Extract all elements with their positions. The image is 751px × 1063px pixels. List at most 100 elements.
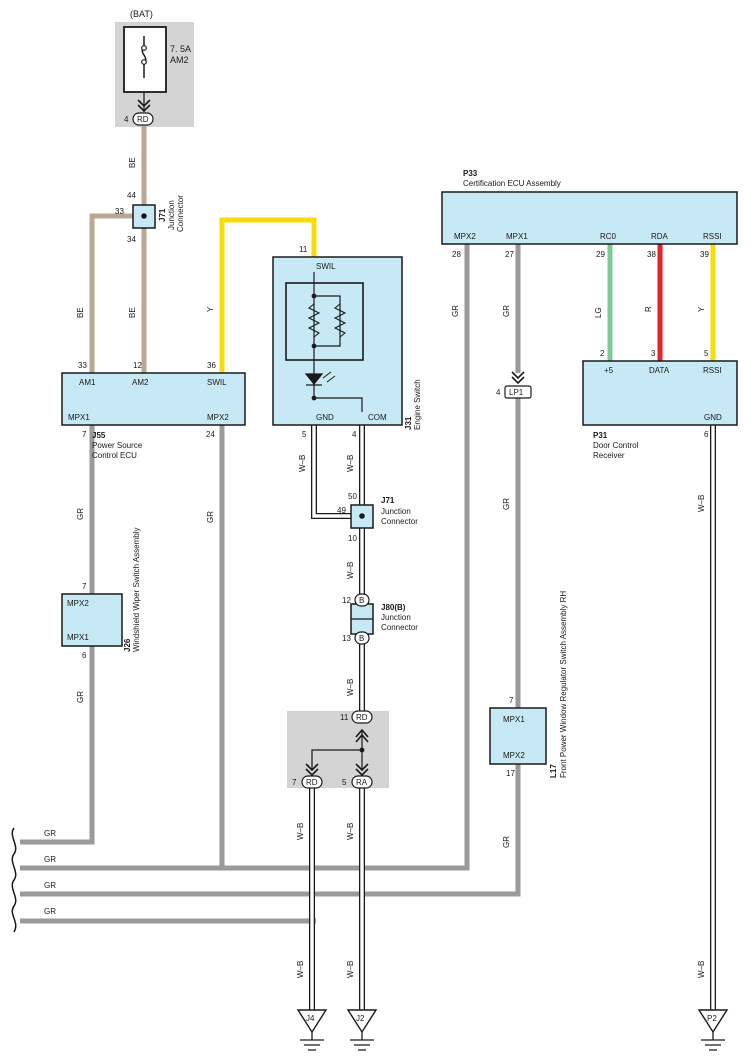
- pin-j55-12: 12: [133, 361, 142, 370]
- bat-label: (BAT): [130, 9, 153, 19]
- j80-connector-bottom-label: B: [359, 634, 364, 643]
- p31-pin-rssi: RSSI: [703, 366, 722, 375]
- resistor-icon: [333, 303, 347, 338]
- pin-j71-44: 44: [127, 191, 136, 200]
- j55-pin-mpx2: MPX2: [207, 413, 229, 422]
- ej-connector-ra-label: RA: [356, 778, 368, 787]
- p33-box: [441, 191, 738, 245]
- bat-connector-rd: [132, 112, 154, 126]
- wire-be-j71-j55-am1: [89, 213, 133, 374]
- p33-name: Certification ECU Assembly: [463, 179, 561, 188]
- j31-pin-swil: SWIL: [316, 262, 336, 271]
- pin-j55-7: 7: [82, 430, 87, 439]
- j71-mid-line2: Connector: [381, 517, 418, 526]
- pin-j71-34: 34: [127, 235, 136, 244]
- wire-label-wb: W–B: [346, 562, 355, 579]
- led-light-rays-icon: [322, 371, 336, 383]
- ground-j2-label: J2: [356, 1014, 365, 1023]
- pin-ej-11: 11: [340, 713, 349, 722]
- j26-pin-mpx2: MPX2: [67, 599, 89, 608]
- ground-p2-label: P2: [707, 1014, 717, 1023]
- ej-connector-rd-left: [301, 775, 323, 789]
- j55-line2: Control ECU: [92, 451, 137, 460]
- pin-j26-6: 6: [82, 651, 87, 660]
- pin-j26-7: 7: [82, 582, 87, 591]
- ej-connector-rd-left-label: RD: [306, 778, 318, 787]
- wire-label-wb: W–B: [296, 823, 305, 840]
- j71-top-junction-dot: [141, 213, 147, 219]
- j26-id: J26: [123, 638, 132, 652]
- ground-j4-label: J4: [306, 1014, 315, 1023]
- pin-p33-28: 28: [452, 250, 461, 259]
- l17-id: L17: [549, 764, 558, 778]
- pin-j55-33: 33: [78, 361, 87, 370]
- pin-p31-3: 3: [651, 349, 656, 358]
- j71-mid-junction-dot: [359, 513, 365, 519]
- wire-label-wb: W–B: [346, 455, 355, 472]
- p31-line1: Door Control: [593, 441, 639, 450]
- p31-pin-plus5: +5: [604, 366, 614, 375]
- bus-break-icon: [11, 827, 17, 933]
- wire-label-y: Y: [697, 306, 706, 312]
- j55-box: [61, 372, 246, 426]
- l17-pin-mpx2: MPX2: [503, 751, 525, 760]
- wire-label-y: Y: [206, 306, 215, 312]
- wire-label-wb: W–B: [298, 455, 307, 472]
- p31-line2: Receiver: [593, 451, 625, 460]
- j71-top-line1: Junction: [167, 200, 176, 230]
- pin-bat-4: 4: [124, 115, 129, 124]
- j55-pin-swil: SWIL: [207, 378, 227, 387]
- j26-name: Windshield Wiper Switch Assembly: [132, 528, 141, 652]
- wire-label-gr: GR: [44, 855, 56, 864]
- pin-j80-12: 12: [342, 596, 351, 605]
- pin-p31-6: 6: [704, 430, 709, 439]
- fuse-rating: 7. 5A: [170, 44, 191, 54]
- pin-j31-11: 11: [299, 245, 308, 254]
- j55-line1: Power Source: [92, 441, 143, 450]
- wire-gr-p33-bus2: [222, 244, 470, 871]
- wire-label-lg: LG: [594, 307, 603, 318]
- wire-label-gr: GR: [502, 498, 511, 510]
- j71-mid-line1: Junction: [381, 507, 411, 516]
- wire-label-wb: W–B: [346, 823, 355, 840]
- pin-j31-5: 5: [302, 430, 307, 439]
- ground-icon: [697, 1009, 729, 1034]
- wire-label-be: BE: [76, 307, 85, 318]
- pin-p33-38: 38: [647, 250, 656, 259]
- wire-label-gr: GR: [76, 691, 85, 703]
- j80-line2: Connector: [381, 623, 418, 632]
- p33-pin-mpx1: MPX1: [506, 232, 528, 241]
- pin-p33-29: 29: [596, 250, 605, 259]
- pin-lp1-4: 4: [496, 388, 501, 397]
- wire-label-gr: GR: [502, 305, 511, 317]
- pin-p33-27: 27: [505, 250, 514, 259]
- ground-p2: P2: [697, 1009, 729, 1051]
- p33-pin-rc0: RC0: [600, 232, 617, 241]
- pin-ej-7: 7: [292, 778, 297, 787]
- j55-pin-am2: AM2: [132, 378, 149, 387]
- j80-line1: Junction: [381, 613, 411, 622]
- wire-gr-j26-bus1: [20, 646, 95, 845]
- pin-j80-13: 13: [342, 634, 351, 643]
- arrow-down-icon: [137, 99, 151, 113]
- j31-box: [272, 256, 403, 426]
- j31-switch-frame: [285, 282, 364, 361]
- wire-label-wb: W–B: [697, 961, 706, 978]
- arrow-down-icon: [355, 763, 369, 777]
- p33-pin-rssi: RSSI: [703, 232, 722, 241]
- j26-box: [61, 593, 123, 647]
- pin-j55-24: 24: [206, 430, 215, 439]
- wire-label-be: BE: [128, 157, 137, 168]
- bat-connector-rd-label: RD: [137, 115, 149, 124]
- p31-pin-data: DATA: [649, 366, 670, 375]
- p31-id: P31: [593, 431, 608, 440]
- l17-name: Front Power Window Regulator Switch Asse…: [559, 591, 568, 778]
- wire-label-r: R: [644, 306, 653, 312]
- j55-pin-mpx1: MPX1: [68, 413, 90, 422]
- pin-j31-4: 4: [352, 430, 357, 439]
- wire-y-j55-j31: [219, 217, 317, 374]
- p33-pin-mpx2: MPX2: [454, 232, 476, 241]
- wire-label-gr: GR: [502, 836, 511, 848]
- lp1-connector: [504, 385, 532, 399]
